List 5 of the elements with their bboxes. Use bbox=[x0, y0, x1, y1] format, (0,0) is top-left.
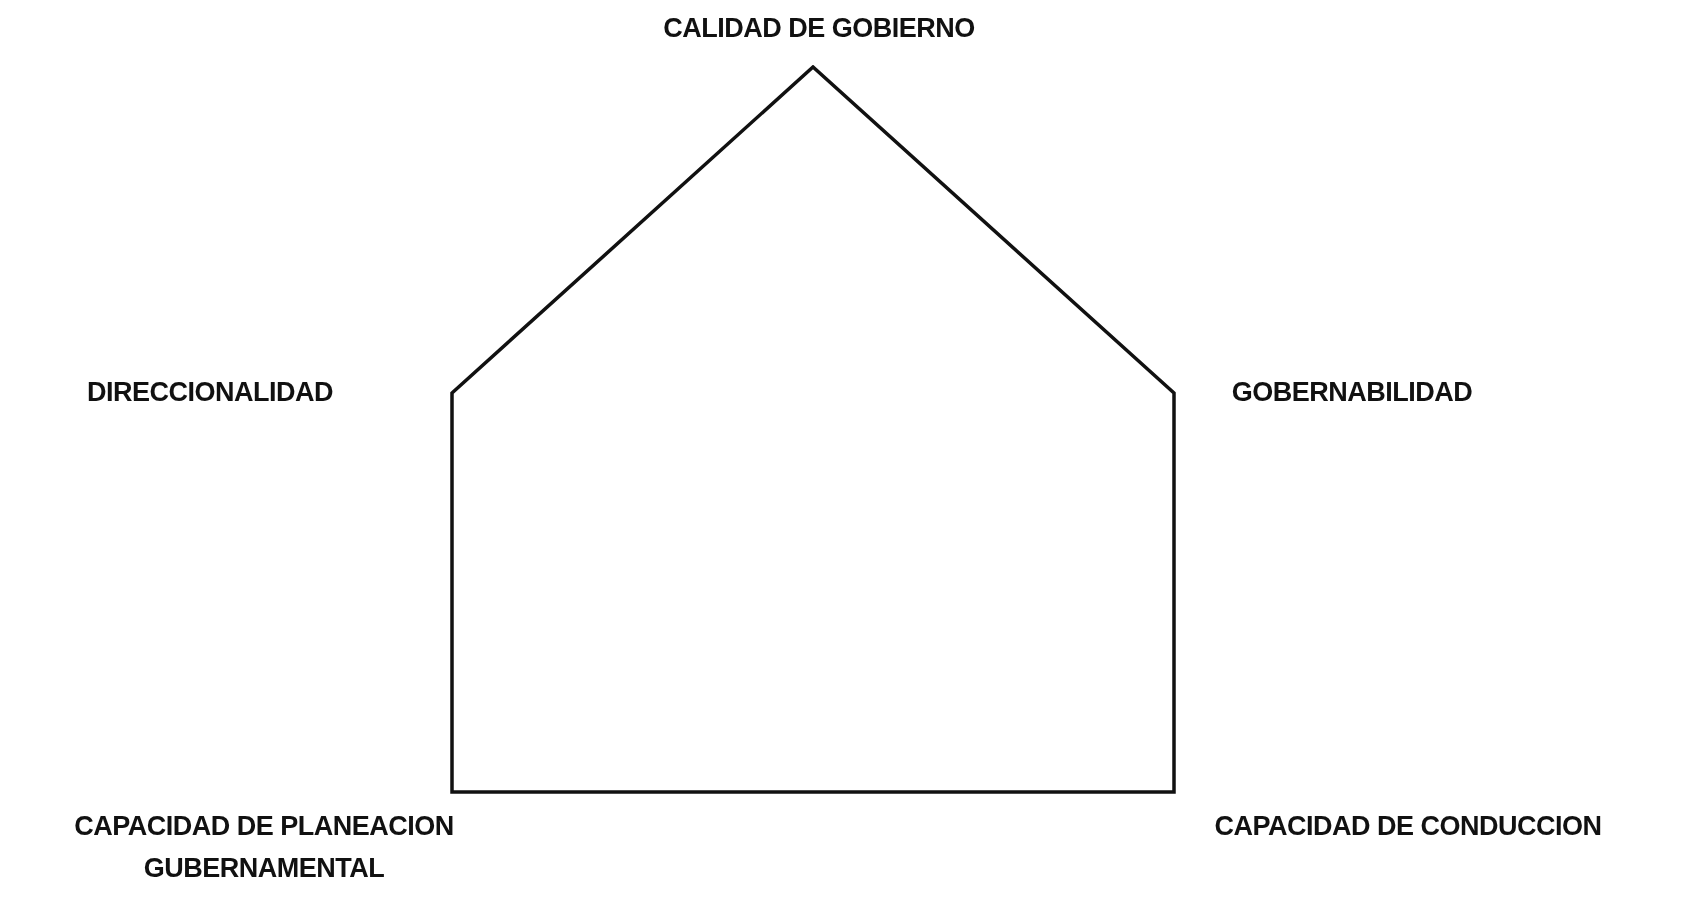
vertex-label: CAPACIDAD DE CONDUCCION bbox=[1213, 810, 1603, 843]
vertex-label: CALIDAD DE GOBIERNO bbox=[662, 12, 976, 45]
vertex-label: GOBERNABILIDAD bbox=[1230, 376, 1474, 409]
vertex-label: DIRECCIONALIDAD bbox=[86, 376, 334, 409]
vertex-label: CAPACIDAD DE PLANEACION GUBERNAMENTAL bbox=[73, 810, 455, 885]
